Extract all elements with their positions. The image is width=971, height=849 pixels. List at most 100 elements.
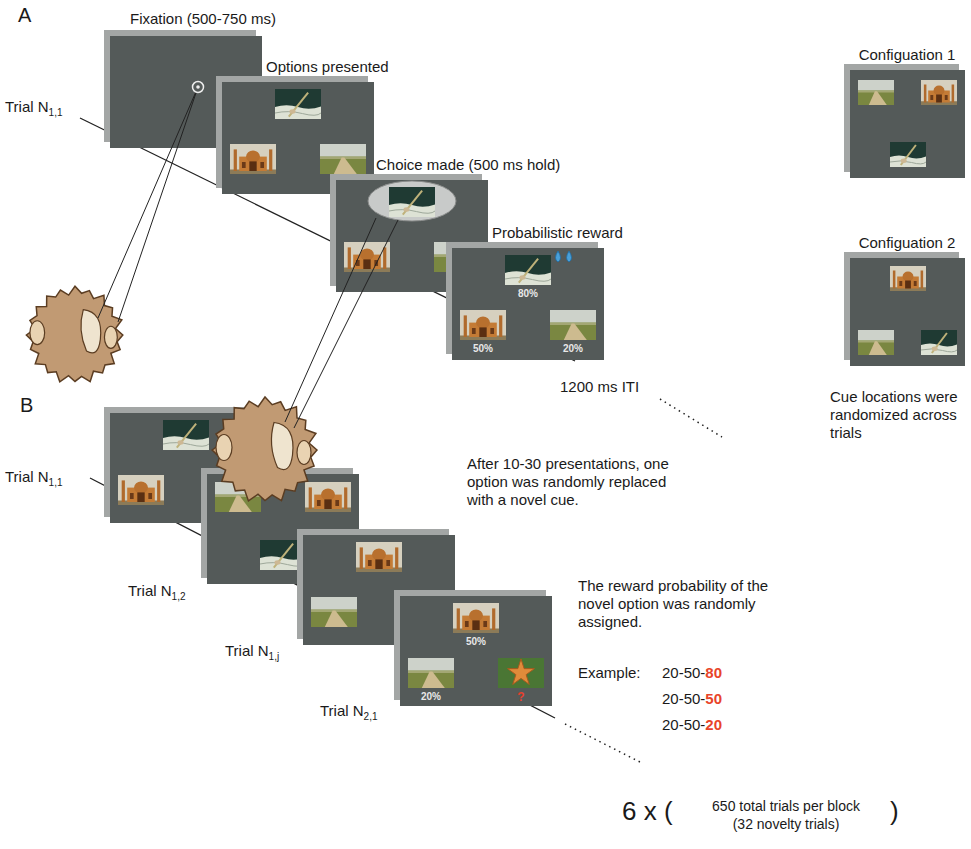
- panel-letter: A: [18, 4, 31, 26]
- mosque-picture: [936, 95, 942, 103]
- field-picture: [869, 341, 887, 355]
- block-note: 650 total trials per block: [712, 798, 860, 814]
- mosque-picture: [483, 621, 487, 627]
- mosque-picture: [118, 475, 164, 505]
- mosque-picture: [230, 144, 276, 174]
- mosque-picture: [921, 80, 957, 105]
- screen-heading: Choice made (500 ms hold): [376, 156, 560, 174]
- screen-picture: [118, 87, 198, 322]
- block-count-group: 6 x (: [622, 796, 673, 826]
- screen-heading: Configuation 2: [859, 234, 956, 252]
- field-picture: [869, 91, 887, 105]
- block-note: (32 novelty trials): [733, 816, 840, 832]
- field-picture: [550, 310, 596, 340]
- mosque-picture: [305, 482, 351, 512]
- mosque-picture: [905, 281, 911, 289]
- hand-picture: [177, 440, 183, 444]
- note-text-group: The reward probability of the novel opti…: [578, 577, 788, 631]
- mosque-picture: [372, 549, 386, 561]
- block-count: 6 x (: [622, 796, 673, 826]
- trial-screen: 50%20%?: [400, 596, 552, 706]
- mosque-picture: [924, 85, 927, 103]
- hand-picture: [389, 187, 435, 217]
- trial-label-group: Trial N1,1: [5, 468, 63, 492]
- mosque-picture: [134, 482, 148, 494]
- hand-picture: [275, 112, 321, 116]
- mosque-picture: [490, 328, 494, 334]
- note-text-group: After 10-30 presentations, one option wa…: [467, 455, 672, 509]
- example-row-group: 20-50-20: [662, 716, 722, 734]
- star-picture: [508, 659, 535, 685]
- hand-picture: [921, 344, 957, 356]
- reward-probability: 20%: [563, 343, 583, 355]
- mosque-picture: [472, 328, 476, 334]
- mosque-picture: [148, 493, 152, 499]
- mosque-picture: [363, 259, 370, 269]
- mosque-picture: [356, 542, 402, 572]
- reward-probability: 80%: [518, 288, 538, 300]
- hand-picture: [921, 330, 957, 355]
- screen-picture: [556, 251, 561, 262]
- mosque-picture: [234, 149, 237, 171]
- mosque-picture: [453, 603, 499, 633]
- panel-letter-group: A: [18, 4, 31, 26]
- mosque-picture: [360, 249, 374, 261]
- mosque-picture: [130, 493, 134, 499]
- field-picture: [858, 80, 894, 105]
- interval-label: 1200 ms ITI: [560, 378, 639, 395]
- hand-picture: [289, 109, 295, 113]
- mosque-picture: [460, 310, 506, 340]
- block-count-group: ): [890, 796, 899, 826]
- mosque-picture: [903, 272, 914, 282]
- mosque-picture: [356, 542, 402, 572]
- field-picture: [408, 671, 454, 688]
- hand-picture: [177, 424, 196, 448]
- monkey-figure: [30, 321, 45, 345]
- trial-label: 1,2: [172, 591, 186, 602]
- hand-picture: [389, 187, 435, 217]
- hand-picture: [389, 210, 435, 214]
- mosque-picture: [499, 315, 502, 337]
- hand-picture: [275, 89, 321, 119]
- field-picture: [858, 341, 894, 356]
- trial-label: 1,j: [269, 651, 280, 662]
- trial-label: Trial N: [225, 642, 269, 659]
- trial-label: 1,1: [49, 477, 63, 488]
- hand-picture: [505, 255, 551, 285]
- mosque-picture: [344, 487, 347, 509]
- field-picture: [858, 330, 894, 355]
- hand-picture: [505, 255, 551, 285]
- example-label-group: Example:: [578, 664, 641, 682]
- field-picture: [325, 611, 348, 628]
- mosque-picture: [324, 499, 331, 509]
- reward-probability: 50%: [466, 636, 486, 648]
- mosque-picture: [246, 151, 260, 163]
- mosque-picture: [479, 327, 486, 337]
- monkey-figures: [26, 286, 317, 501]
- hand-picture: [901, 145, 916, 165]
- star-picture: [498, 658, 544, 688]
- mosque-picture: [465, 621, 469, 627]
- mosque-picture: [945, 95, 948, 100]
- mosque-picture: [383, 247, 386, 269]
- trial-label: Trial N: [320, 702, 364, 719]
- hand-picture: [275, 89, 321, 119]
- trial-label: Trial N: [5, 468, 49, 485]
- timeline-dots: [660, 399, 722, 437]
- mosque-picture: [122, 480, 125, 502]
- example-row: 80: [705, 664, 722, 681]
- mosque-picture: [492, 608, 495, 630]
- hand-picture: [519, 275, 525, 279]
- example-label: Example:: [578, 664, 641, 681]
- note-text-group: Cue locations were randomized across tri…: [830, 388, 966, 442]
- field-picture: [858, 91, 894, 106]
- field-picture: [550, 323, 596, 340]
- mosque-picture: [893, 271, 896, 289]
- trial-screen: Options presented: [222, 82, 374, 194]
- mosque-picture: [476, 317, 490, 329]
- mosque-picture: [344, 242, 390, 272]
- field-picture: [311, 610, 357, 627]
- mosque-picture: [899, 281, 902, 286]
- mosque-picture: [469, 610, 483, 622]
